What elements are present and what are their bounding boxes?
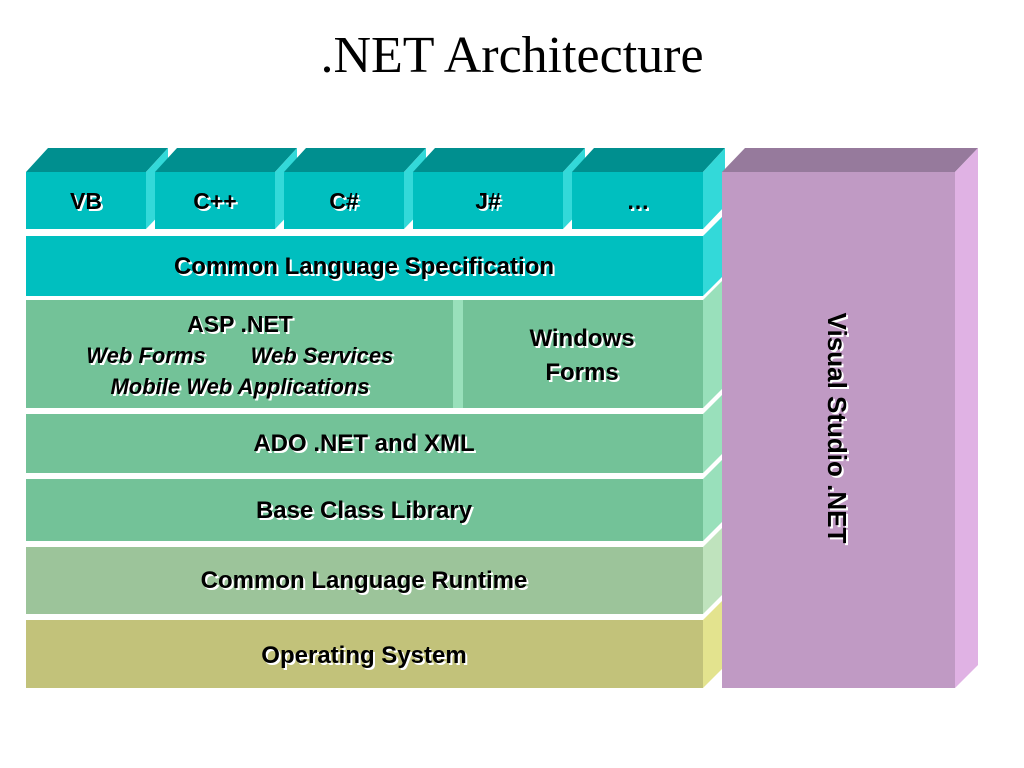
bcl-layer-side [703,457,725,541]
cls-label: Common Language Specification [174,253,554,280]
language-block-more-top [572,148,725,172]
ado-label-shadow: ADO .NET and XML [255,432,476,459]
language-block-more-side [703,148,725,229]
bcl-layer [26,457,725,541]
os-layer-front [26,620,703,688]
language-block-csharp-top [284,148,426,172]
aspnet-web-services-shadow: Web Services [253,345,396,370]
clr-layer-side [703,525,725,614]
windows-forms-line1-shadow: Windows [531,327,636,354]
web-winforms-layer [26,278,725,408]
aspnet-web-forms-shadow: Web Forms [88,345,207,370]
ado-layer-front [26,414,703,473]
bcl-layer-front [26,479,703,541]
windows-forms-line1: Windows [529,325,634,352]
ado-layer-side [703,392,725,473]
aspnet-title-shadow: ASP .NET [189,313,295,339]
language-label-vb-shadow: VB [72,190,104,216]
slide-title: .NET Architecture [320,27,704,84]
language-label-more: … [627,188,650,214]
web-winforms-layer-side [703,278,725,408]
language-block-jsharp-top [413,148,585,172]
language-block-vb-front [26,172,146,229]
clr-label: Common Language Runtime [201,567,528,594]
language-label-cpp-shadow: C++ [195,190,238,216]
language-block-cpp-front [155,172,275,229]
language-label-csharp: C# [329,188,359,214]
aspnet-web-forms: Web Forms [86,343,205,368]
visual-studio-column-top [722,148,978,172]
bcl-label-shadow: Base Class Library [258,499,475,526]
os-layer [26,598,725,688]
aspnet-web-services: Web Services [251,343,394,368]
windows-forms-block-bevel [453,300,465,408]
clr-layer-front [26,547,703,614]
ado-layer [26,392,725,473]
os-label: Operating System [261,642,466,669]
language-label-jsharp: J# [475,188,501,214]
windows-forms-block-front [463,300,703,408]
clr-label-shadow: Common Language Runtime [203,569,530,596]
visual-studio-column-side [955,148,978,688]
language-block-jsharp-front [413,172,563,229]
cls-layer-front [26,236,703,296]
ado-label: ADO .NET and XML [253,430,474,457]
aspnet-block-front [26,300,453,408]
windows-forms-line2: Forms [545,359,618,386]
visual-studio-column-front [722,172,955,688]
clr-layer [26,525,725,614]
language-block-more [572,148,725,229]
cls-layer-side [703,214,725,296]
language-block-csharp-front [284,172,404,229]
language-label-cpp: C++ [193,188,236,214]
language-label-vb: VB [70,188,102,214]
bcl-label: Base Class Library [256,497,473,524]
visual-studio-label-shadow: Visual Studio .NET [824,315,854,546]
language-blocks [26,148,725,229]
cls-label-shadow: Common Language Specification [176,255,556,282]
cls-layer [26,214,725,296]
os-label-shadow: Operating System [263,644,468,671]
language-block-vb-top [26,148,168,172]
visual-studio-label: Visual Studio .NET [822,313,852,544]
windows-forms-line2-shadow: Forms [547,361,620,388]
language-label-more-shadow: … [629,190,652,216]
os-layer-side [703,598,725,688]
visual-studio-column [722,148,978,688]
aspnet-title: ASP .NET [187,311,293,337]
language-label-csharp-shadow: C# [331,190,361,216]
language-block-cpp-top [155,148,297,172]
label-shadows: VB C++ C# J# … Common Language Specifica… [72,190,854,671]
labels: VB C++ C# J# … Common Language Specifica… [70,188,852,669]
aspnet-mobile-web: Mobile Web Applications [110,374,369,399]
aspnet-mobile-web-shadow: Mobile Web Applications [112,376,371,401]
language-block-more-front [572,172,703,229]
language-label-jsharp-shadow: J# [477,190,503,216]
